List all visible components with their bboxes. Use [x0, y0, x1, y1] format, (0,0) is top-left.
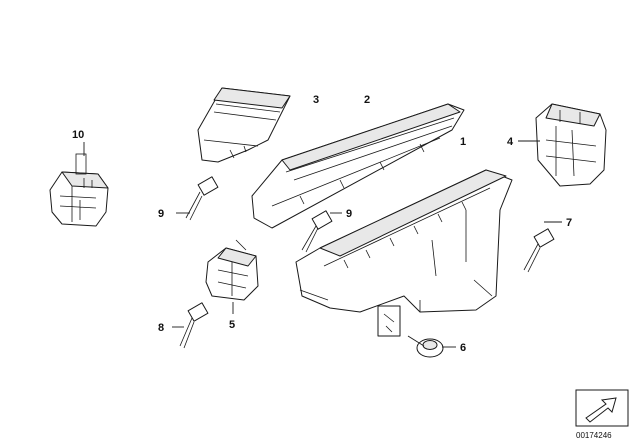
- callout-8: 8: [158, 322, 164, 334]
- callout-2: 2: [364, 94, 370, 106]
- callout-1: 1: [460, 136, 466, 148]
- callout-5: 5: [229, 319, 235, 331]
- callout-6: 6: [460, 342, 466, 354]
- part-7-terminal[interactable]: [523, 228, 555, 273]
- callout-9-left: 9: [158, 208, 164, 220]
- part-10-relay-module[interactable]: [49, 153, 109, 227]
- callout-9-middle: 9: [346, 208, 352, 220]
- callout-10: 10: [72, 129, 84, 141]
- callout-3: 3: [313, 94, 319, 106]
- part-9-terminal-middle[interactable]: [301, 210, 333, 253]
- part-8-terminal[interactable]: [179, 302, 209, 349]
- part-6-grommet[interactable]: [416, 338, 444, 358]
- orientation-box: [575, 389, 629, 427]
- part-9-terminal-upper[interactable]: [185, 176, 219, 221]
- part-1-fuse-box-housing[interactable]: [295, 169, 513, 337]
- part-3-connector-housing[interactable]: [197, 87, 291, 163]
- part-4-relay-block[interactable]: [535, 103, 607, 187]
- catalog-number: 00174246: [576, 431, 612, 440]
- part-5-relay-socket[interactable]: [205, 239, 259, 301]
- callout-4: 4: [507, 136, 514, 148]
- leader-lines: [83, 140, 562, 348]
- part-2-connector-strip[interactable]: [251, 103, 465, 229]
- callout-7: 7: [566, 217, 572, 229]
- arrow-icon: [585, 397, 617, 423]
